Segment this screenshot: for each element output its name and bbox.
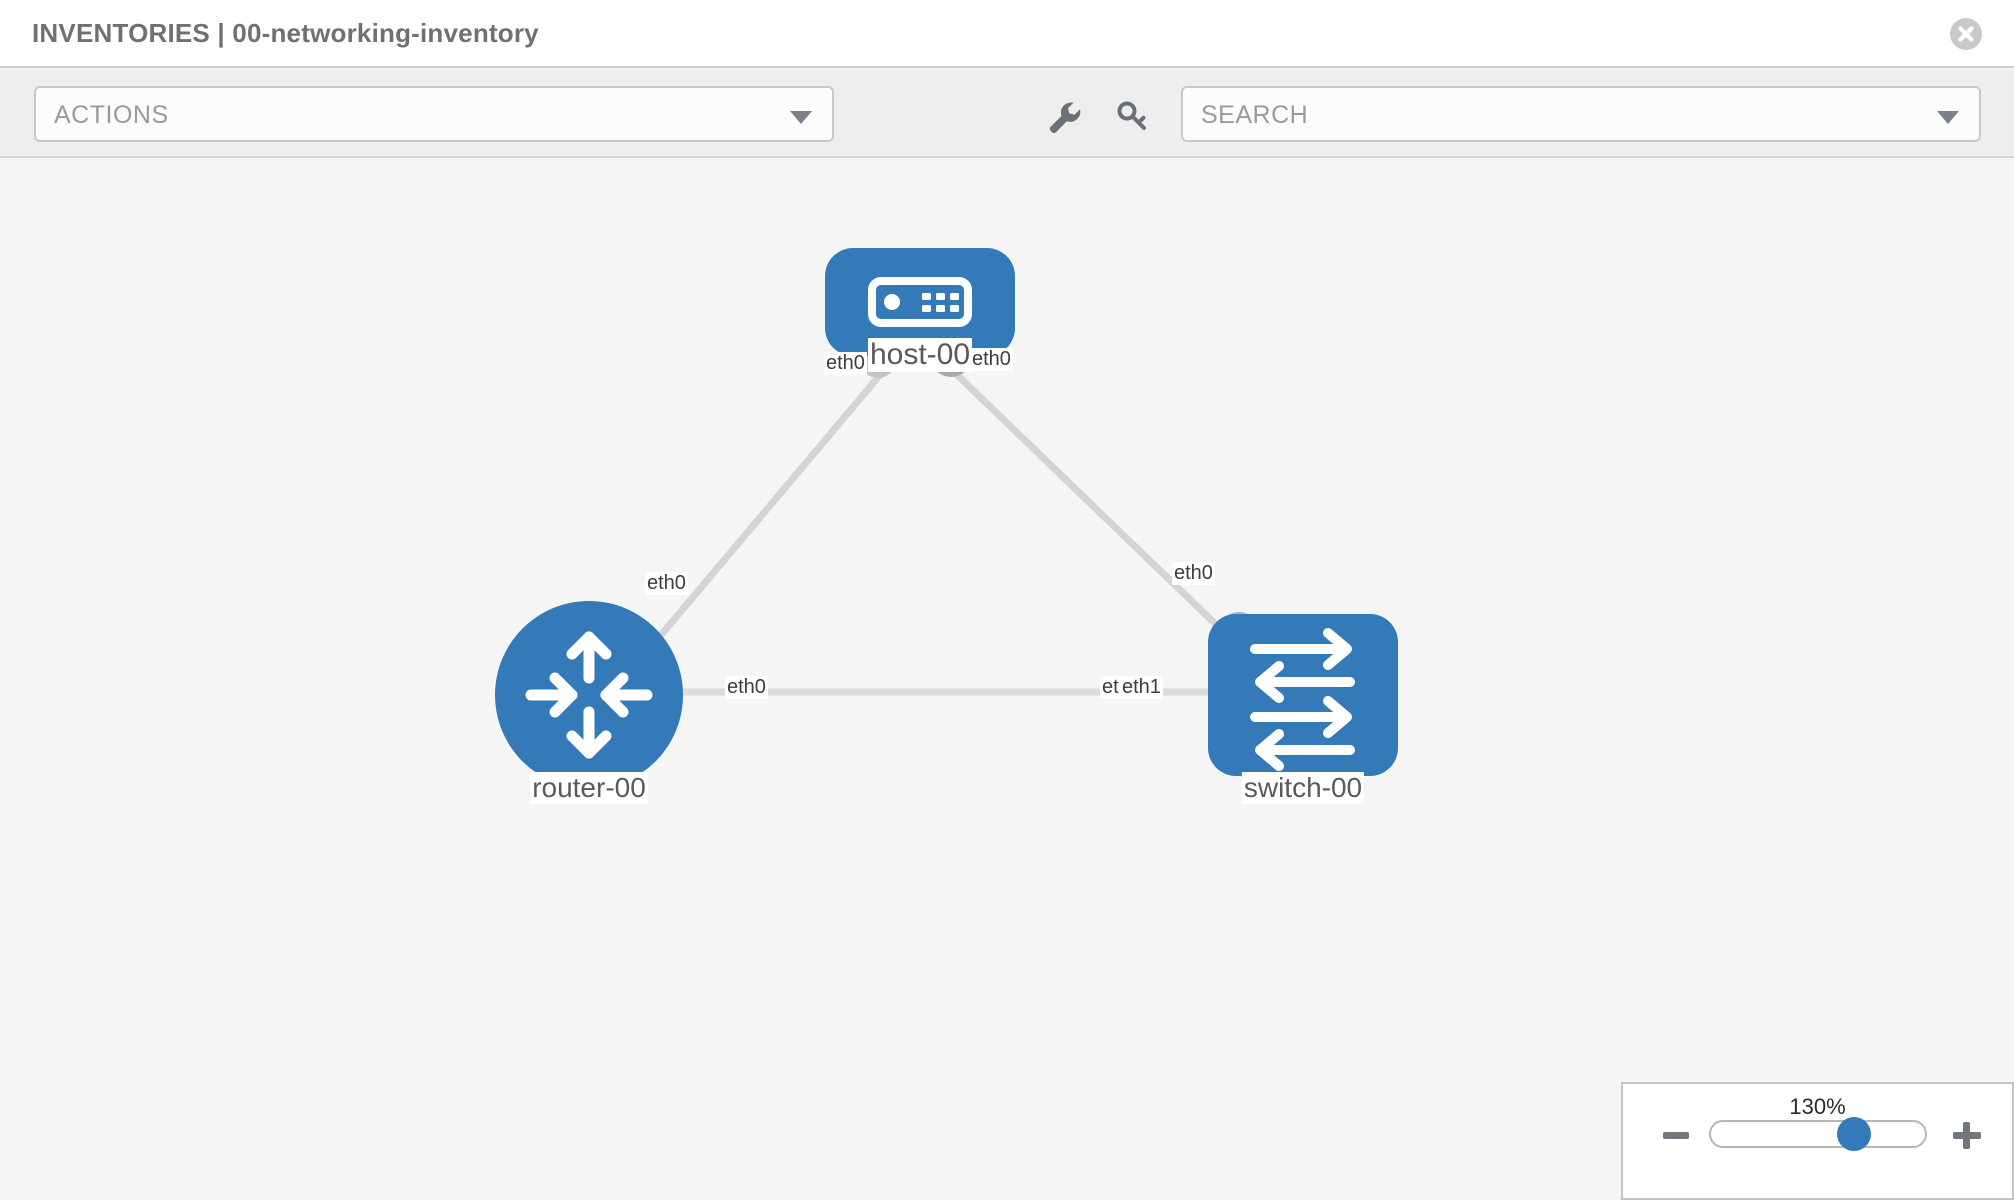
port-layer [638, 335, 1267, 714]
zoom-slider[interactable] [1709, 1120, 1927, 1148]
node-label-router-00: router-00 [530, 772, 648, 804]
wrench-icon[interactable] [1043, 96, 1083, 136]
actions-dropdown-label: ACTIONS [54, 101, 169, 129]
node-host-00[interactable] [825, 248, 1015, 356]
chevron-down-icon [1937, 111, 1959, 124]
close-icon[interactable] [1946, 14, 1986, 54]
topology-graph [495, 248, 1398, 789]
node-label-switch-00: switch-00 [1241, 772, 1365, 804]
port-label: eth0 [645, 572, 688, 595]
edge-host-router [637, 372, 883, 663]
zoom-slider-thumb[interactable] [1837, 1117, 1871, 1151]
page-title: INVENTORIES | 00-networking-inventory [32, 18, 539, 48]
page-header: INVENTORIES | 00-networking-inventory [0, 0, 2014, 68]
topology-canvas[interactable]: host-00 router-00 switch-00 eth0 eth0 et… [0, 160, 2014, 1200]
chevron-down-icon [790, 111, 812, 124]
port-label: eth0 [1172, 562, 1215, 585]
node-switch-00[interactable] [1208, 614, 1398, 776]
zoom-control-panel: 130% [1621, 1082, 2014, 1200]
port-label: eth0 [970, 348, 1013, 371]
port-label: eth0 [725, 676, 768, 699]
port-label: eth0 [824, 352, 867, 375]
minus-icon[interactable] [1663, 1132, 1689, 1139]
switch-arrows-icon [1250, 628, 1355, 771]
node-router-00[interactable] [495, 601, 683, 789]
actions-dropdown[interactable]: ACTIONS [34, 86, 834, 142]
key-icon[interactable] [1113, 96, 1153, 136]
node-label-host-00: host-00 [867, 338, 973, 372]
port-label: eth1 [1120, 676, 1163, 699]
zoom-level-value: 130% [1789, 1094, 1846, 1119]
search-placeholder-text: SEARCH [1201, 101, 1309, 129]
toolbar: ACTIONS SEARCH [0, 70, 2014, 158]
plus-icon-vertical-bar[interactable] [1963, 1122, 1970, 1149]
router-arrows-icon [525, 631, 653, 759]
edge-layer [637, 365, 1245, 696]
server-icon [868, 277, 972, 327]
search-input[interactable]: SEARCH [1181, 86, 1981, 142]
edge-host-switch [947, 365, 1235, 643]
